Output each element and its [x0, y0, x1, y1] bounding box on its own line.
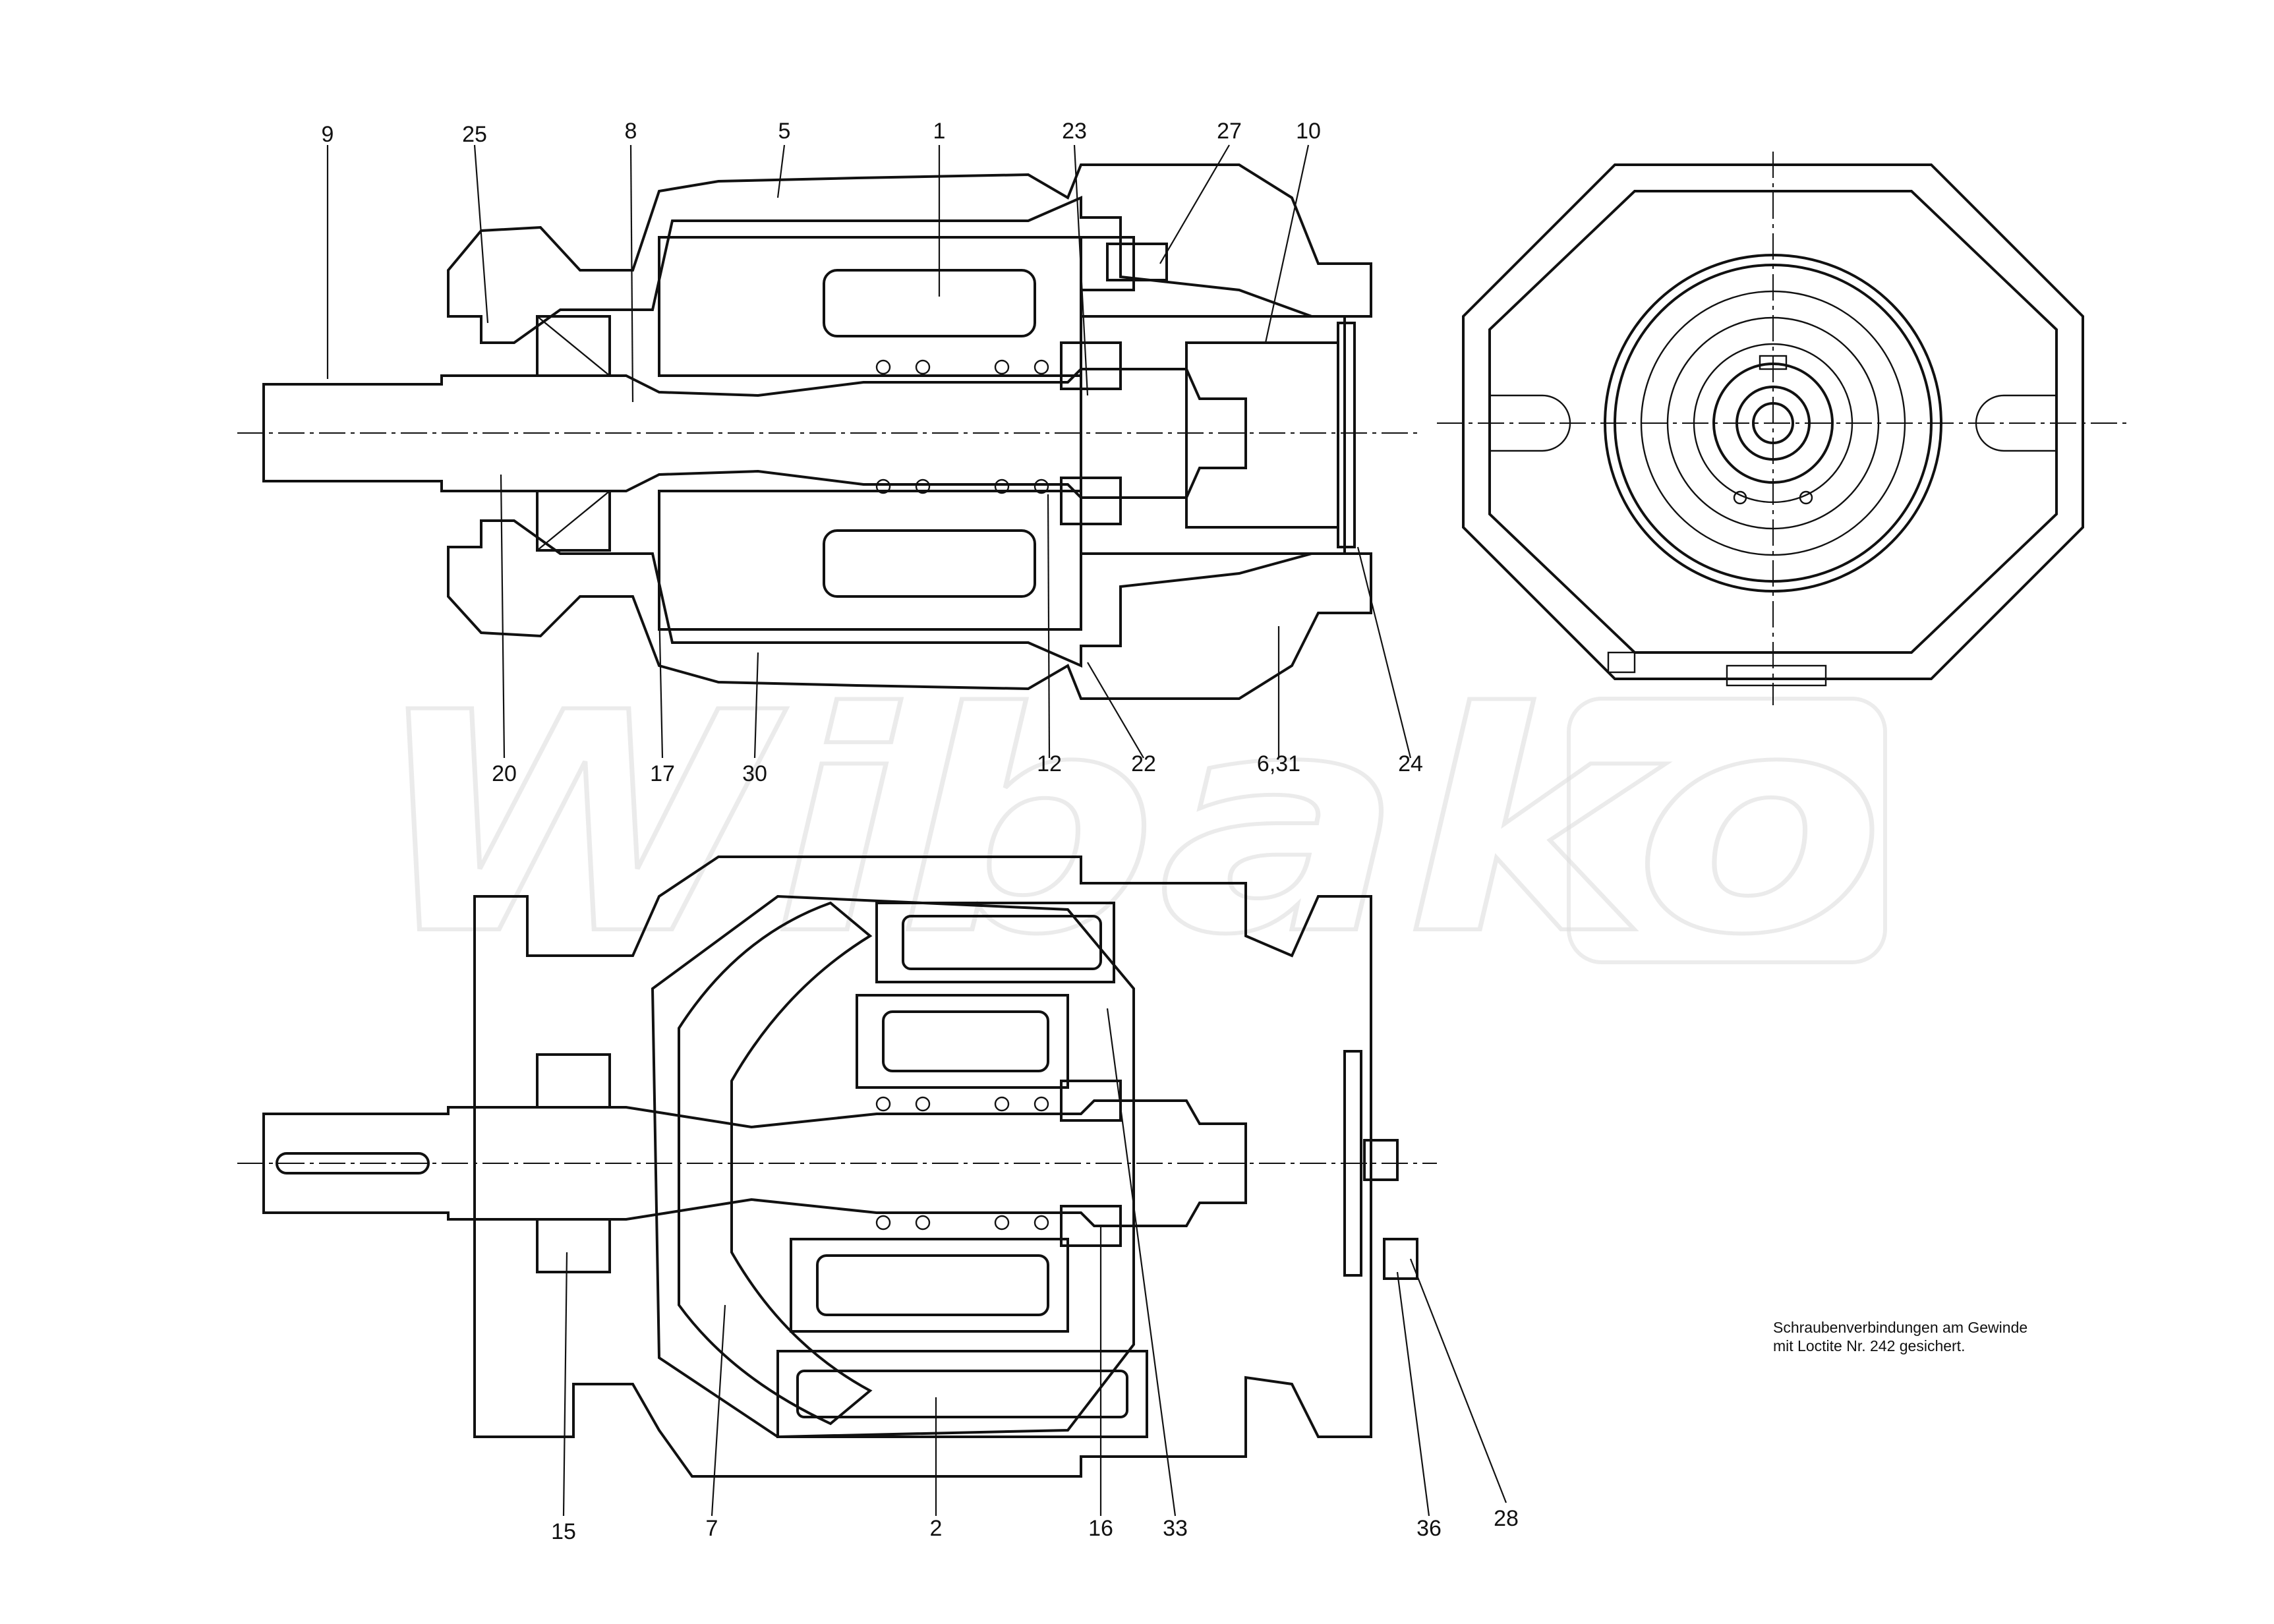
- callout-15: 15: [551, 1519, 576, 1544]
- bolt-upper: [1363, 1139, 1399, 1181]
- drive-shaft: [262, 368, 1247, 499]
- end-cap: [1337, 322, 1356, 548]
- cylinder-upper: [875, 902, 1115, 983]
- top-section-view: [237, 163, 1417, 700]
- callout-24: 24: [1398, 751, 1423, 776]
- cylinder-mid: [856, 994, 1069, 1089]
- callout-28: 28: [1494, 1506, 1519, 1531]
- housing-top: [447, 163, 1372, 344]
- callout-10: 10: [1296, 119, 1321, 144]
- callout-9: 9: [322, 122, 334, 147]
- callout-30: 30: [742, 761, 767, 786]
- flange-ring: [1604, 254, 1942, 593]
- callout-36: 36: [1416, 1516, 1442, 1541]
- note-line-2: mit Loctite Nr. 242 gesichert.: [1773, 1337, 1965, 1354]
- piston-upper: [823, 269, 1036, 337]
- callout-23: 23: [1062, 119, 1087, 144]
- callout-27: 27: [1217, 119, 1242, 144]
- cylinder-block-lower: [658, 490, 1082, 631]
- callout-labels: 9 25 8 5 1 23 27 10 20 17 30 12 22 6,31 …: [322, 119, 1519, 1544]
- callout-20: 20: [492, 761, 517, 786]
- housing-bottom: [447, 519, 1372, 700]
- cylinder-lower-mid: [790, 1238, 1069, 1333]
- bearing-rear-upper: [1060, 341, 1122, 390]
- callout-7: 7: [706, 1516, 718, 1541]
- bearing-front-lower: [536, 490, 611, 552]
- callout-22: 22: [1131, 751, 1156, 776]
- callout-5: 5: [778, 119, 791, 144]
- leader-lines: [326, 144, 1507, 1517]
- bearing-front-upper: [536, 315, 611, 377]
- callout-8: 8: [625, 119, 637, 144]
- bearing-front-lower-2: [536, 1218, 611, 1273]
- watermark-text: Wibako: [369, 649, 1885, 1001]
- callout-1: 1: [933, 119, 946, 144]
- callout-16: 16: [1088, 1516, 1113, 1541]
- spring-coils: [875, 359, 1049, 494]
- end-view-outline: [1462, 163, 2084, 680]
- bolt-lower: [1383, 1238, 1418, 1280]
- bottom-section-view: [237, 856, 1437, 1478]
- piston-lower: [823, 529, 1036, 598]
- callout-2: 2: [930, 1516, 943, 1541]
- threadlock-note: Schraubenverbindungen am Gewinde mit Loc…: [1773, 1319, 2027, 1354]
- note-line-1: Schraubenverbindungen am Gewinde: [1773, 1319, 2027, 1336]
- watermark-logo-block: [1567, 697, 1887, 964]
- callout-17: 17: [650, 761, 675, 786]
- housing-bottom-view: [473, 856, 1372, 1478]
- cylinder-block: [658, 236, 1082, 377]
- callout-6-31: 6,31: [1257, 751, 1300, 776]
- bearing-front-upper-2: [536, 1053, 611, 1109]
- end-view: [1437, 152, 2129, 705]
- callout-25: 25: [462, 122, 487, 147]
- callout-12: 12: [1037, 751, 1062, 776]
- cylinder-bottom: [776, 1350, 1148, 1438]
- end-cover: [1080, 315, 1346, 555]
- swash-plate: [678, 901, 873, 1426]
- callout-33: 33: [1163, 1516, 1188, 1541]
- bearing-rear-lower: [1060, 477, 1122, 525]
